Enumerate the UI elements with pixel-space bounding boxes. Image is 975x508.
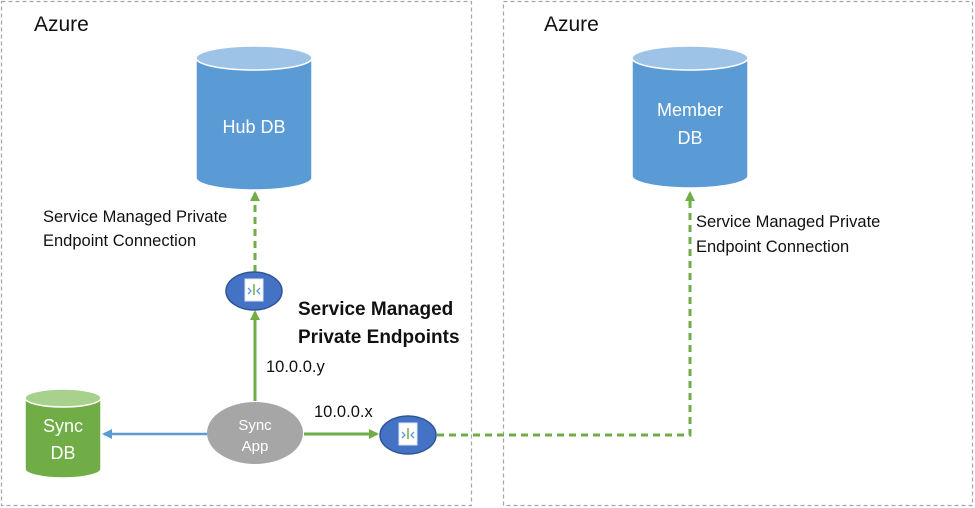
private-endpoint-bottom xyxy=(379,415,437,455)
hub-db: Hub DB xyxy=(195,45,313,191)
private-endpoint-icon xyxy=(244,278,264,302)
azure-region-right-title: Azure xyxy=(544,13,599,36)
sync-db: Sync DB xyxy=(24,388,102,479)
sync-app-label-line2: App xyxy=(242,438,269,455)
left-connection-label-line1: Service Managed Private xyxy=(43,208,227,226)
ip-y-label: 10.0.0.y xyxy=(266,358,325,376)
endpoints-label-line2: Private Endpoints xyxy=(298,327,460,348)
member-db-label-line2: DB xyxy=(677,128,702,148)
right-connection-label-line2: Endpoint Connection xyxy=(696,238,849,256)
member-db: Member DB xyxy=(631,45,749,189)
hub-db-label: Hub DB xyxy=(222,117,285,137)
right-connection-label-line1: Service Managed Private xyxy=(696,213,880,231)
sync-db-label-line1: Sync xyxy=(43,416,83,436)
member-db-label-line1: Member xyxy=(657,100,723,120)
azure-region-right xyxy=(502,0,974,507)
private-endpoint-top xyxy=(225,271,283,311)
left-connection-label-line2: Endpoint Connection xyxy=(43,232,196,250)
private-endpoint-icon xyxy=(398,422,418,446)
azure-region-left-title: Azure xyxy=(34,13,89,36)
sync-db-label-line2: DB xyxy=(50,443,75,463)
azure-region-left xyxy=(0,0,473,507)
sync-app: Sync App xyxy=(207,402,303,464)
endpoints-label-line1: Service Managed xyxy=(298,299,453,320)
sync-app-label-line1: Sync xyxy=(238,417,272,434)
ip-x-label: 10.0.0.x xyxy=(314,403,373,421)
dashed-arrow-endpoint-to-memberdb xyxy=(437,191,695,437)
